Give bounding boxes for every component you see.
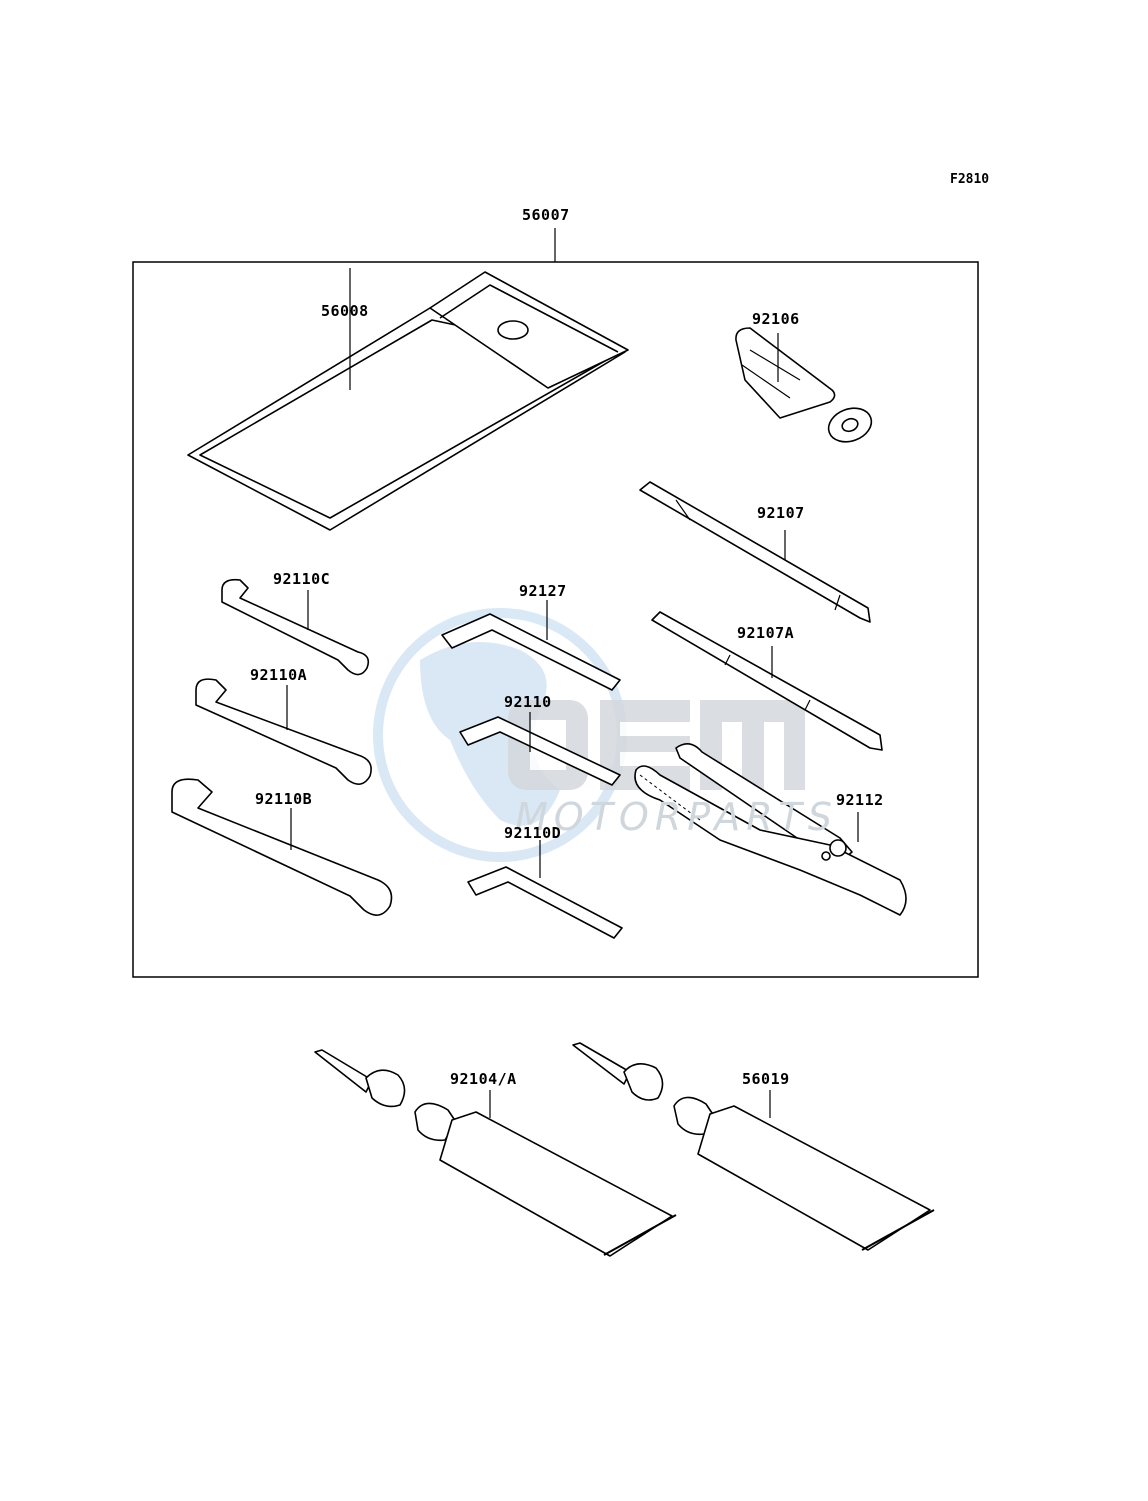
label-92112: 92112 [836,791,884,809]
grease-tube-56019-drawing [572,1042,935,1251]
label-92106: 92106 [752,310,800,328]
label-92107: 92107 [757,504,805,522]
watermark-motorparts-text: MOTORPARTS [515,795,838,839]
screwdriver-92107-drawing [639,481,871,623]
label-92104A: 92104/A [450,1070,517,1088]
label-92107A: 92107A [737,624,795,642]
grease-tube-92104A-drawing [314,1049,677,1257]
pliers-92112-drawing [634,743,907,916]
wrench-92110C-drawing [221,578,370,676]
label-92110A: 92110A [250,666,308,684]
label-92110D: 92110D [504,824,562,842]
label-kit-56007: 56007 [522,206,570,224]
label-92110C: 92110C [273,570,331,588]
label-92110: 92110 [504,693,552,711]
label-pouch-56008: 56008 [321,302,369,320]
label-92110B: 92110B [255,790,313,808]
hex-key-92127-drawing [441,600,621,691]
socket-92106-drawing [735,327,873,443]
wrench-92110B-drawing [171,778,393,916]
screwdriver-92107A-drawing [651,611,883,751]
watermark-oem-logo [508,700,805,790]
label-56019: 56019 [742,1070,790,1088]
tool-pouch-drawing [187,268,629,531]
hex-key-92110-drawing [459,712,621,786]
wrench-92110A-drawing [195,678,372,785]
hex-key-92110D-drawing [467,840,623,939]
figure-code: F2810 [950,172,990,187]
label-92127: 92127 [519,582,567,600]
